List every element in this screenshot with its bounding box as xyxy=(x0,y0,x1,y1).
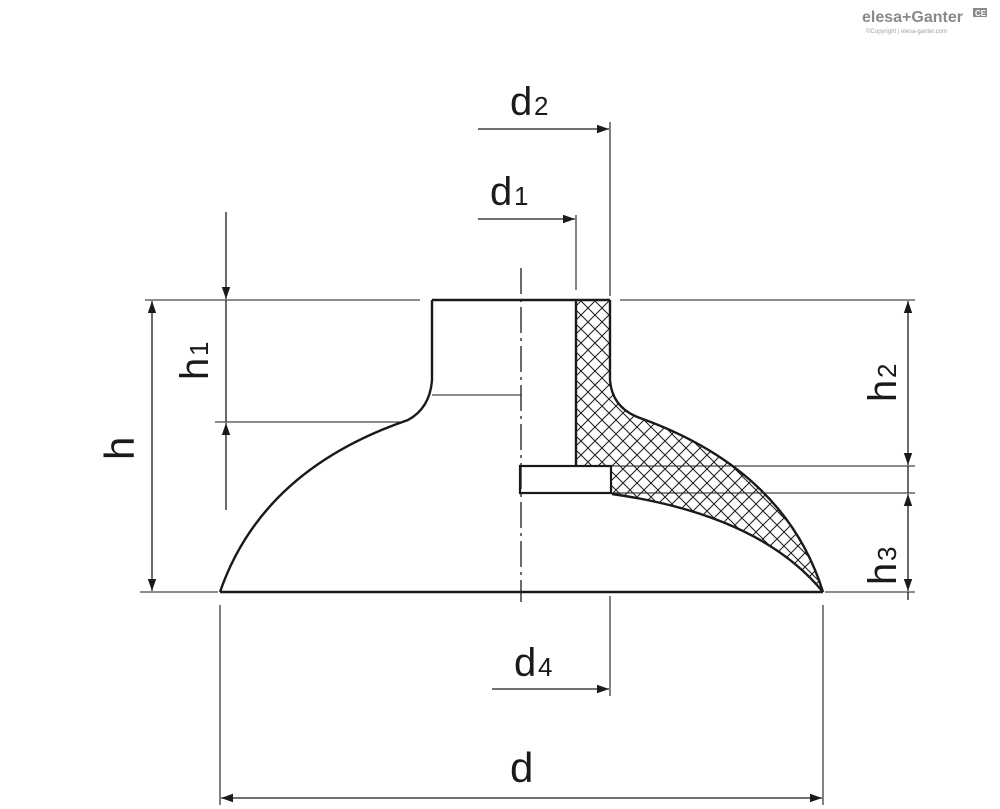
label-d1: d 1 xyxy=(490,170,528,214)
label-d2: d 2 xyxy=(510,80,548,124)
label-d-main: d xyxy=(510,744,533,791)
label-d2-sub: 2 xyxy=(534,91,548,121)
label-h2-main: h xyxy=(861,380,905,402)
label-h3-main: h xyxy=(861,563,905,585)
ce-badge xyxy=(973,8,987,17)
label-h3-sub: 3 xyxy=(872,547,902,561)
label-d1-sub: 1 xyxy=(514,181,528,211)
label-d4-sub: 4 xyxy=(538,652,552,682)
brand-logo-text: elesa+Ganter xyxy=(862,9,963,26)
label-h2-sub: 2 xyxy=(872,364,902,378)
label-h1: h 1 xyxy=(173,342,217,380)
label-d1-main: d xyxy=(490,170,512,214)
label-d2-main: d xyxy=(510,80,532,124)
label-h: h xyxy=(96,437,143,460)
brand-logo: elesa+Ganter ©Copyright | elesa-ganter.c… xyxy=(862,8,987,35)
ce-badge-text: CE xyxy=(975,9,987,18)
label-h-main: h xyxy=(96,437,143,460)
label-d4-main: d xyxy=(514,641,536,685)
label-h1-main: h xyxy=(173,358,217,380)
dimension-arrows xyxy=(147,124,913,803)
insert-slot xyxy=(518,464,613,495)
label-h2: h 2 xyxy=(861,364,905,402)
label-d: d xyxy=(510,744,533,791)
label-d4: d 4 xyxy=(514,641,552,685)
copyright-text: ©Copyright | elesa-ganter.com xyxy=(866,28,947,35)
construction-lines xyxy=(140,122,915,805)
label-h3: h 3 xyxy=(861,547,905,585)
label-h1-sub: 1 xyxy=(184,342,214,356)
